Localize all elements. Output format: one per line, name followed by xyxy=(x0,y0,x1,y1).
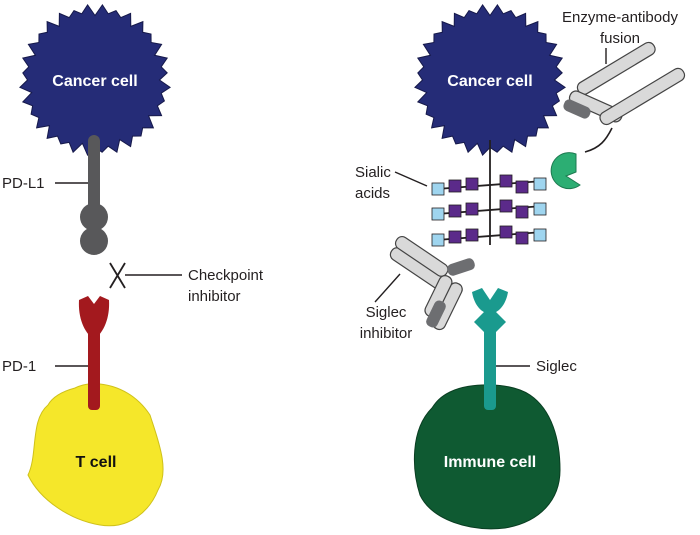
sialic-acid-residue xyxy=(533,177,547,191)
sugar-residue xyxy=(465,177,479,191)
sialic-acid-residue xyxy=(431,207,445,221)
sugar-residue xyxy=(465,228,479,242)
sialic-leader-line xyxy=(394,171,428,187)
pdl1-receptor xyxy=(80,135,108,255)
pdl1-label: PD-L1 xyxy=(2,175,45,192)
sialic-acid-residue xyxy=(431,233,445,247)
immune-cell-label: Immune cell xyxy=(444,454,536,471)
sugar-residue xyxy=(499,225,513,239)
right-cancer-cell xyxy=(414,4,566,156)
sugar-residue xyxy=(448,204,462,218)
siglec-inhibitor-label-line1: Siglec xyxy=(366,304,407,321)
siglec-receptor xyxy=(472,288,508,410)
checkpoint-label-line2: inhibitor xyxy=(188,288,241,305)
sugar-residue xyxy=(465,202,479,216)
siglec-inhibitor-leader-line xyxy=(374,273,401,303)
checkpoint-label-line1: Checkpoint xyxy=(188,267,264,284)
sugar-residue xyxy=(515,180,529,194)
siglec-inhibitor-label-line2: inhibitor xyxy=(360,325,413,342)
sugar-residue xyxy=(515,231,529,245)
checkpoint-inhibitor-x-icon xyxy=(109,262,126,289)
enzyme-antibody-fusion xyxy=(550,41,686,190)
t-cell-label: T cell xyxy=(76,454,117,471)
sialic-acid-residue xyxy=(533,202,547,216)
sugar-residue xyxy=(499,199,513,213)
enzyme-label-line2: fusion xyxy=(600,30,640,47)
immune-cell xyxy=(413,384,561,530)
sialic-acid-residue xyxy=(533,228,547,242)
sugar-residue xyxy=(448,179,462,193)
sugar-residue xyxy=(448,230,462,244)
sugar-residue xyxy=(515,205,529,219)
left-cancer-cell-label: Cancer cell xyxy=(52,73,137,90)
left-cancer-cell xyxy=(19,4,171,156)
sialic-acid-residue xyxy=(431,182,445,196)
pd1-receptor xyxy=(78,296,110,410)
sialic-acid-glycans xyxy=(431,140,547,247)
sugar-residue xyxy=(499,174,513,188)
siglec-label: Siglec xyxy=(536,358,577,375)
siglec-inhibitor-antibody xyxy=(389,235,475,331)
pd1-label: PD-1 xyxy=(2,358,36,375)
sialic-label-line1: Sialic xyxy=(355,164,391,181)
sialic-label-line2: acids xyxy=(355,185,390,202)
enzyme-label-line1: Enzyme-antibody xyxy=(562,9,678,26)
t-cell xyxy=(27,383,164,527)
right-cancer-cell-label: Cancer cell xyxy=(447,73,532,90)
